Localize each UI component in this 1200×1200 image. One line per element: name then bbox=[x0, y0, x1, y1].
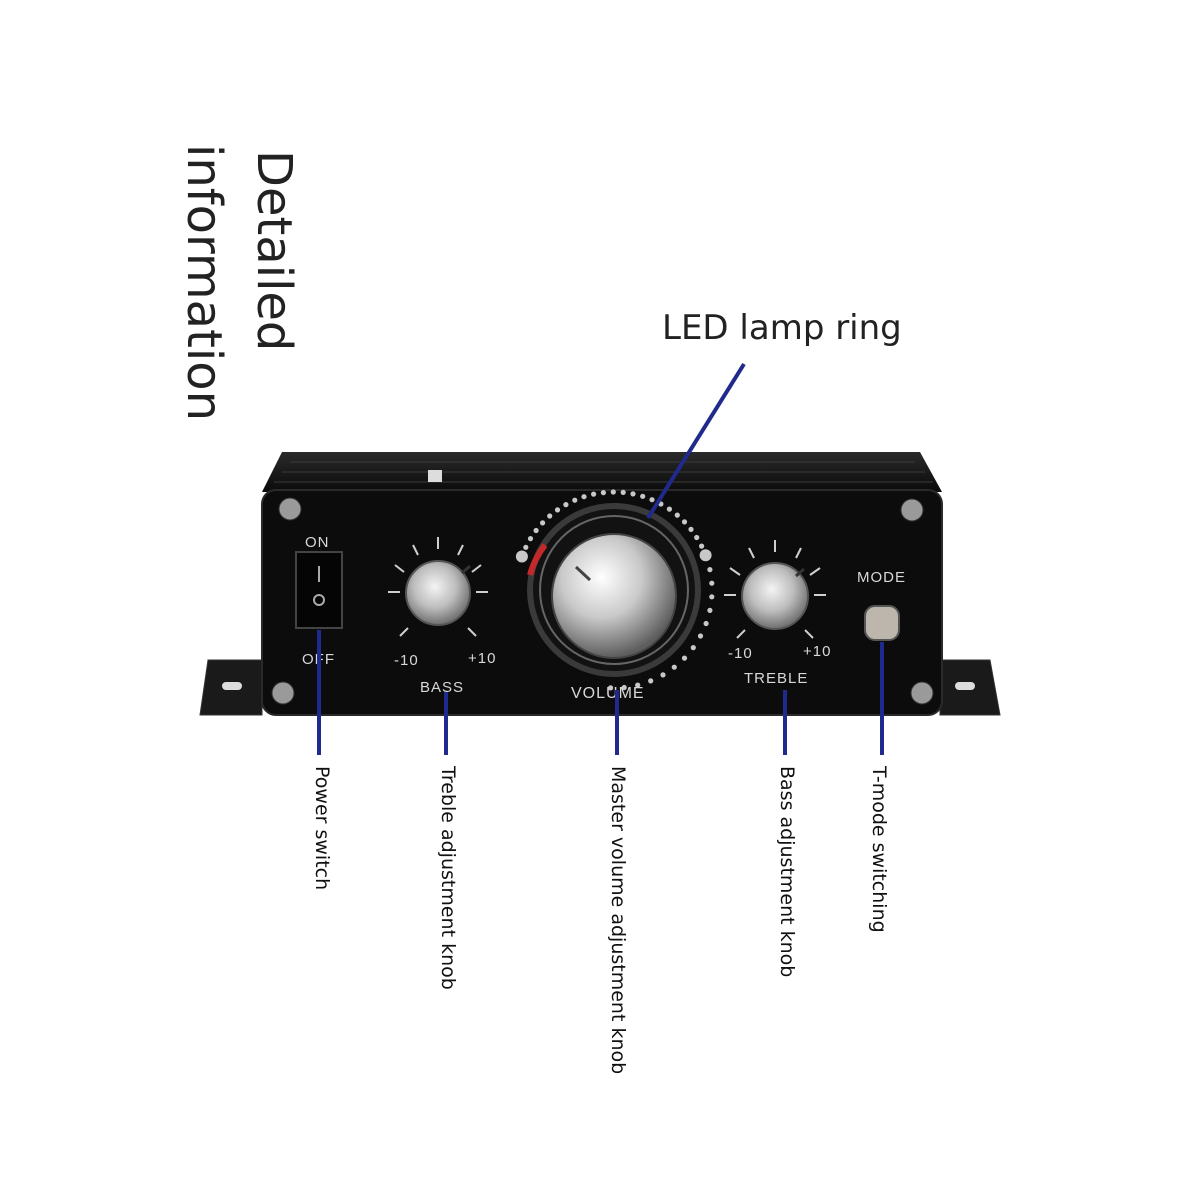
led-dot bbox=[699, 543, 705, 549]
volume-led-dots bbox=[515, 489, 715, 691]
top-case-fins bbox=[274, 461, 933, 483]
bass-knob-scale bbox=[388, 537, 488, 637]
power-switch-off-mark bbox=[313, 594, 325, 606]
led-dot bbox=[540, 520, 546, 526]
top-label-sticker bbox=[428, 470, 442, 482]
screw-bottom-left bbox=[271, 681, 295, 705]
screw-top-left bbox=[278, 497, 302, 521]
screw-bottom-right bbox=[910, 681, 934, 705]
led-dot bbox=[660, 672, 666, 678]
treble-min-label: -10 bbox=[728, 645, 753, 662]
led-ring-red-glow bbox=[527, 543, 548, 576]
led-dot bbox=[515, 550, 528, 563]
heading-line-detailed: Detailed bbox=[246, 150, 302, 351]
callout-treble-knob: Bass adjustment knob bbox=[776, 766, 798, 978]
led-dot bbox=[671, 664, 677, 670]
right-bracket-slot bbox=[955, 682, 975, 690]
led-dot bbox=[581, 494, 587, 500]
mode-button[interactable] bbox=[864, 605, 900, 641]
led-dot bbox=[703, 553, 709, 560]
treble-max-label: +10 bbox=[803, 643, 831, 660]
heading-line-information: information bbox=[176, 144, 232, 420]
led-dot bbox=[648, 678, 654, 684]
led-dot bbox=[703, 620, 709, 627]
led-dot bbox=[707, 567, 713, 573]
led-dot bbox=[635, 682, 641, 688]
callout-bass-knob: Treble adjustment knob bbox=[437, 766, 459, 990]
leader-line-led-ring bbox=[646, 362, 746, 520]
led-dot bbox=[649, 497, 655, 503]
led-dot bbox=[666, 506, 673, 512]
led-dot bbox=[694, 534, 700, 541]
led-dot bbox=[600, 490, 607, 496]
volume-knob-pointer bbox=[574, 565, 592, 582]
treble-knob-scale bbox=[724, 540, 826, 639]
led-dot bbox=[709, 580, 715, 586]
led-dot bbox=[640, 493, 646, 499]
led-dot bbox=[681, 655, 688, 661]
led-dot bbox=[563, 502, 569, 508]
treble-knob[interactable] bbox=[741, 562, 809, 630]
led-dot bbox=[690, 645, 696, 651]
screw-top-right bbox=[900, 498, 924, 522]
heading-vertical: Detailed information bbox=[176, 144, 302, 420]
led-dot bbox=[572, 497, 578, 503]
led-dot bbox=[554, 507, 561, 513]
bass-knob-pointer bbox=[461, 564, 471, 575]
screws bbox=[271, 497, 934, 705]
bass-knob[interactable] bbox=[405, 560, 471, 626]
led-dot bbox=[697, 633, 704, 639]
power-switch[interactable] bbox=[295, 551, 343, 629]
led-dot bbox=[533, 527, 539, 534]
led-dot bbox=[709, 594, 715, 600]
led-dot bbox=[674, 512, 680, 518]
led-dot bbox=[610, 489, 616, 495]
power-on-label: ON bbox=[305, 534, 330, 551]
callout-led-ring-label: LED lamp ring bbox=[662, 308, 902, 348]
led-ring-inner bbox=[539, 515, 689, 665]
led-dot bbox=[608, 685, 614, 691]
volume-label: VOLUME bbox=[571, 685, 645, 702]
led-dot bbox=[527, 536, 534, 542]
led-dot bbox=[547, 513, 553, 519]
bass-min-label: -10 bbox=[394, 652, 419, 669]
led-dot bbox=[707, 607, 713, 614]
leader-lines bbox=[317, 362, 884, 755]
bass-label: BASS bbox=[420, 679, 464, 696]
bass-max-label: +10 bbox=[468, 650, 496, 667]
led-dot bbox=[621, 684, 627, 691]
led-dot bbox=[681, 519, 688, 525]
mode-label: MODE bbox=[857, 569, 906, 586]
led-dot bbox=[620, 489, 626, 495]
left-bracket-slot bbox=[222, 682, 242, 690]
callout-mode-switch: T-mode switching bbox=[868, 766, 890, 933]
callout-power-switch: Power switch bbox=[311, 766, 333, 891]
led-dot bbox=[630, 491, 636, 497]
led-dot bbox=[523, 544, 529, 550]
led-dot bbox=[688, 526, 694, 533]
callout-volume-knob: Master volume adjustment knob bbox=[607, 766, 629, 1075]
treble-label: TREBLE bbox=[744, 670, 808, 687]
volume-knob[interactable] bbox=[551, 533, 677, 659]
led-dot bbox=[591, 491, 597, 497]
treble-knob-pointer bbox=[795, 567, 805, 578]
